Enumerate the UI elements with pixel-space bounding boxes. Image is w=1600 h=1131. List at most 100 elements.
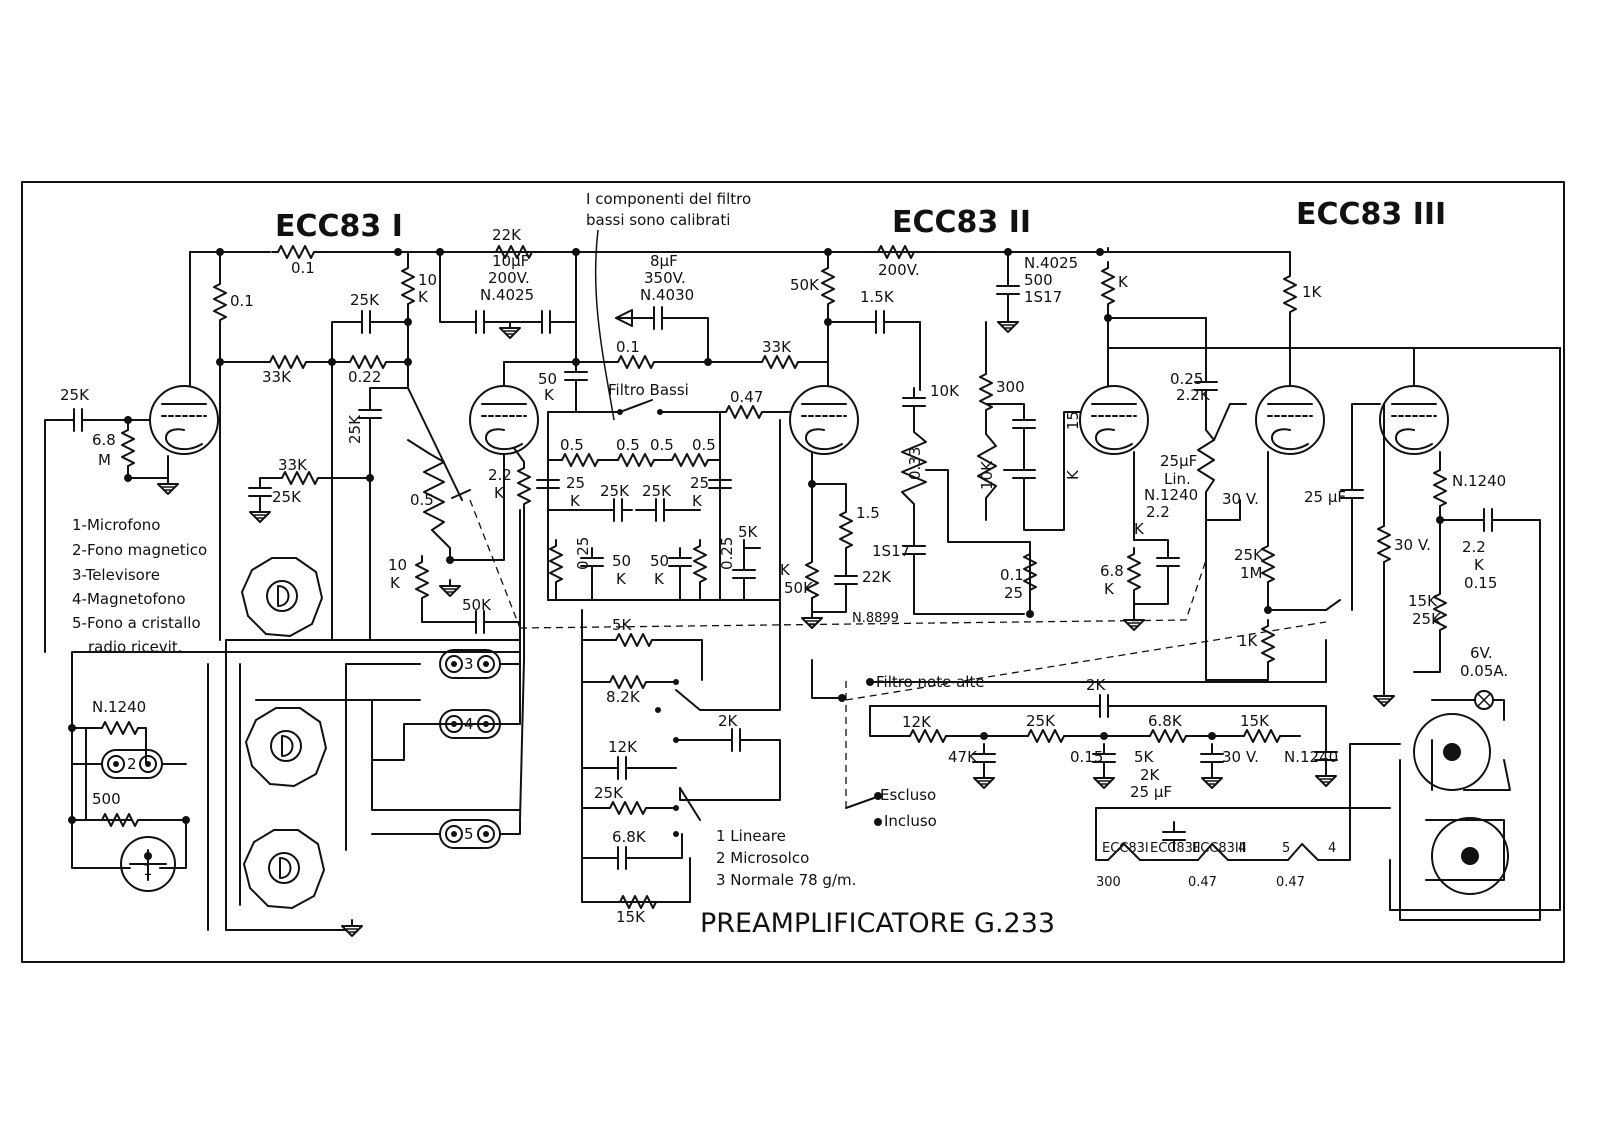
- c-25uf-b-n: 0.15: [1464, 574, 1497, 592]
- r-05-2: 0.5: [616, 436, 640, 454]
- c-25k-f2: 25K: [600, 482, 630, 500]
- r-33k-a: 33K: [262, 368, 292, 386]
- p-5k: 5K: [738, 523, 759, 541]
- r-01-top: 0.1: [291, 259, 315, 277]
- pin-5-c: 4: [1328, 841, 1336, 856]
- r-1k-a: 1K: [1238, 632, 1259, 650]
- r-10k: 10: [418, 271, 437, 289]
- filter-note-line-2: bassi sono calibrati: [586, 211, 730, 229]
- c-500-t: 30 V.: [1222, 748, 1259, 766]
- c-10uf-b: N.4025: [1024, 254, 1078, 272]
- c-50-f: 50: [612, 552, 631, 570]
- pin-4-c: 5: [1282, 841, 1290, 856]
- r-05-4: 0.5: [692, 436, 716, 454]
- c-25uf-b: 2.2: [1462, 538, 1486, 556]
- r-22-d: 15K: [1408, 592, 1438, 610]
- r-22k-m: 33K: [762, 338, 792, 356]
- c-10uf-v: 200V.: [488, 269, 530, 287]
- c-50-v-u: K: [544, 386, 555, 404]
- c-8uf-n: N.4030: [640, 286, 694, 304]
- r-15k-a: 1.5: [856, 504, 880, 522]
- schematic-title: PREAMPLIFICATORE G.233: [700, 908, 1055, 939]
- c-10uf-n: N.4025: [480, 286, 534, 304]
- r-01-r: K: [1118, 273, 1129, 291]
- r-10k-b: 10: [388, 556, 407, 574]
- heater-tube-3: 0.47: [1276, 875, 1305, 890]
- input-legend-4: 4-Magnetofono: [72, 590, 186, 608]
- c-25uf-a-v: 2.2: [1146, 503, 1170, 521]
- r-22k-c: 30 V.: [1222, 490, 1259, 508]
- r-10k-u: K: [418, 288, 429, 306]
- input-selector-switch-bottom: [243, 829, 325, 909]
- r-22-b: 2.2: [488, 466, 512, 484]
- eq-legend-3: 3 Normale 78 g/m.: [716, 871, 856, 889]
- c-2k-t: 0.15: [1070, 748, 1103, 766]
- r-01-mid: 0.1: [616, 338, 640, 356]
- c-25uf-t: 5K: [1134, 748, 1155, 766]
- p-1s17-a: 0.33: [906, 447, 924, 480]
- c-50k-a: 50K: [462, 596, 492, 614]
- r-15-b: 0.1: [1000, 566, 1024, 584]
- r-025-b: 0.25: [718, 537, 736, 570]
- c-10uf: 10μF: [492, 252, 529, 270]
- r-22k-top: 22K: [492, 226, 522, 244]
- input-legend-1: 1-Microfono: [72, 516, 160, 534]
- c-10uf-b-v: 500: [1024, 271, 1053, 289]
- c-8uf-v: 350V.: [644, 269, 686, 287]
- r-15k-b: 8.2K: [606, 688, 641, 706]
- r-1k-b: N.1240: [1452, 472, 1506, 490]
- pin-5-a: ECC83II: [1150, 841, 1201, 856]
- c-50-f2: 50: [650, 552, 669, 570]
- mic-jack-icon: [120, 836, 176, 892]
- heater-tube-2: 0.47: [1188, 875, 1217, 890]
- r-015-t: 15K: [1240, 712, 1270, 730]
- r-047-a: N.1240: [92, 698, 146, 716]
- pin-4-a: ECC83I: [1102, 841, 1149, 856]
- heater-voltage: 6V.: [1470, 644, 1493, 662]
- c-500-a: 10K: [930, 382, 960, 400]
- c-25uf-b-v: K: [1474, 556, 1485, 574]
- input-legend-3: 3-Televisore: [72, 566, 160, 584]
- r-05-1: 0.5: [560, 436, 584, 454]
- eq-legend-2: 2 Microsolco: [716, 849, 809, 867]
- c-50k-b: 1.5K: [860, 288, 895, 306]
- r-68-c-u: 1M: [1240, 564, 1263, 582]
- c-25k-r: 25 μF: [1304, 488, 1346, 506]
- r-33k-c: 50K: [790, 276, 820, 294]
- c-25-f4: 25: [690, 474, 709, 492]
- heater-current: 0.05A.: [1460, 662, 1508, 680]
- r-47k: 1K: [1302, 283, 1323, 301]
- r-33k-b: 33K: [278, 456, 308, 474]
- r-22-c-u: K: [1104, 580, 1115, 598]
- tube-label-ecc83-2: ECC83 II: [892, 205, 1031, 240]
- c-10k-b: K: [1064, 469, 1082, 480]
- c-5k-eq: 12K: [608, 738, 638, 756]
- escluso-label: Escluso: [880, 786, 936, 804]
- c-25k-t: 2K: [1086, 676, 1107, 694]
- r-15k-t: 25K: [1026, 712, 1056, 730]
- r-015-a: 5K: [612, 616, 633, 634]
- eq-legend-1: 1 Lineare: [716, 827, 786, 845]
- tube-label-ecc83-1: ECC83 I: [275, 209, 403, 244]
- jack-label-4: 4: [464, 715, 474, 733]
- tube-label-ecc83-3: ECC83 III: [1296, 197, 1446, 232]
- p-1s17-b: 10K: [978, 460, 996, 490]
- lin-label: Lin.: [1164, 470, 1191, 488]
- c-25-f1-u: K: [570, 492, 581, 510]
- r-047-b: 500: [92, 790, 121, 808]
- input-legend-5: 5-Fono a cristallo: [72, 614, 201, 632]
- filtro-bassi-label: Filtro Bassi: [608, 381, 689, 399]
- r-15-k-u: 50K: [784, 579, 814, 597]
- diagram-frame: [21, 181, 1565, 963]
- r-22-d-u: 25K: [1412, 610, 1442, 628]
- jack-label-1: 1: [143, 861, 153, 879]
- c-25k-in: 25K: [60, 386, 90, 404]
- c-2k-eq: 6.8K: [612, 828, 647, 846]
- p-025: 25μF: [1160, 452, 1197, 470]
- c-5k-t: 47K: [948, 748, 978, 766]
- filter-note-line-1: I componenti del filtro: [586, 190, 751, 208]
- r-1m: 30 V.: [1394, 536, 1431, 554]
- r-10k-b-u: K: [390, 574, 401, 592]
- heater-tube-1: 300: [1096, 875, 1121, 890]
- c-50k-c: 22K: [862, 568, 892, 586]
